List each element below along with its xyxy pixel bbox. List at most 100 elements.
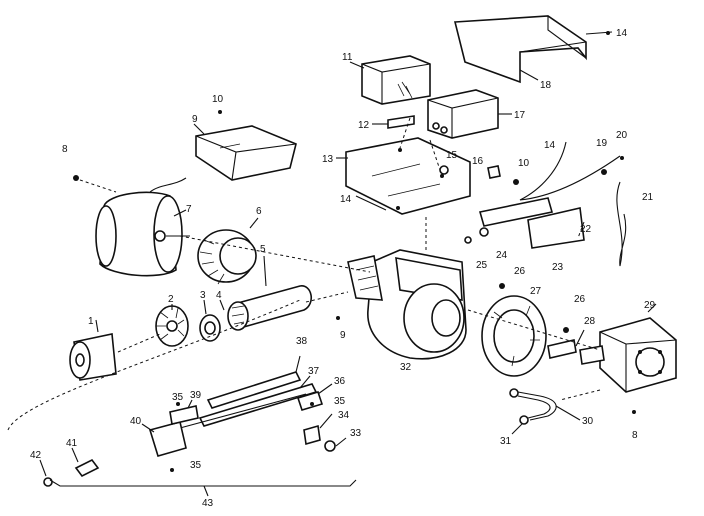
leader-37	[299, 375, 311, 389]
callout-13: 13	[322, 154, 334, 165]
callout-42: 42	[30, 450, 42, 461]
burner-cover	[453, 15, 587, 84]
callout-33: 33	[350, 428, 362, 439]
leader-40	[141, 423, 155, 433]
leader-12-plate	[399, 117, 411, 149]
screw-8a	[73, 175, 79, 181]
callout-14c: 14	[544, 140, 556, 151]
primary-control-box	[361, 55, 431, 105]
leader-31	[511, 423, 523, 435]
callout-5: 5	[260, 244, 266, 255]
group-bracket-43	[49, 479, 357, 487]
nozzle-adapter	[303, 402, 336, 452]
fan-impeller	[155, 305, 189, 347]
callout-9b: 9	[340, 330, 346, 341]
leader-30	[555, 405, 581, 421]
blower-wheel	[197, 229, 257, 285]
callout-1: 1	[88, 316, 94, 327]
callout-38: 38	[296, 336, 308, 347]
callout-19: 19	[596, 138, 608, 149]
callout-8b: 8	[632, 430, 638, 441]
callout-25: 25	[476, 260, 488, 271]
callout-17: 17	[514, 110, 526, 121]
leader-7	[173, 209, 187, 217]
air-cone	[69, 333, 117, 381]
callout-2: 2	[168, 294, 174, 305]
callout-9a: 9	[192, 114, 198, 125]
flange-gasket	[199, 314, 221, 342]
leader-38	[295, 355, 301, 373]
control-bracket	[387, 115, 415, 129]
leader-29	[647, 303, 657, 313]
leader-4	[219, 299, 225, 311]
callout-labels: 1 2 3 4 5 6 7 8 8 9 9 10 10 11 12 13 14 …	[30, 28, 656, 509]
screw-14a	[606, 31, 610, 35]
callout-16: 16	[472, 156, 484, 167]
callout-40: 40	[130, 416, 142, 427]
blower-shroud	[195, 125, 297, 181]
callout-12: 12	[358, 120, 370, 131]
screw-26a	[499, 283, 505, 289]
assembly-line-pump	[467, 309, 601, 351]
leader-41	[71, 447, 79, 463]
ignition-transformer	[427, 89, 499, 139]
callout-15: 15	[446, 150, 458, 161]
connector-19	[601, 169, 607, 175]
callout-31: 31	[500, 436, 512, 447]
pump-coupling	[547, 339, 577, 359]
callout-23: 23	[552, 262, 564, 273]
callout-27: 27	[530, 286, 542, 297]
leader-3	[203, 299, 207, 315]
assembly-line-oil	[559, 389, 601, 401]
screw-8b	[632, 410, 636, 414]
callout-32: 32	[400, 362, 412, 373]
screw-20	[620, 156, 624, 160]
callout-10b: 10	[518, 158, 530, 169]
leader-5	[263, 255, 267, 287]
leader-6	[249, 217, 259, 229]
callout-22: 22	[580, 224, 592, 235]
callout-7: 7	[186, 204, 192, 215]
callout-4: 4	[216, 290, 222, 301]
nozzle-line-assembly	[179, 371, 324, 429]
callout-36: 36	[334, 376, 346, 387]
callout-8a: 8	[62, 144, 68, 155]
callout-18: 18	[540, 80, 552, 91]
leader-11	[349, 61, 365, 69]
screw-10a	[218, 110, 222, 114]
callout-10a: 10	[212, 94, 224, 105]
callout-35b: 35	[172, 392, 184, 403]
air-shutter	[481, 295, 547, 377]
callout-29: 29	[644, 300, 656, 311]
callout-20: 20	[616, 130, 628, 141]
burner-housing	[347, 249, 467, 360]
callout-14a: 14	[616, 28, 628, 39]
callout-14b: 14	[340, 194, 352, 205]
leader-18	[519, 69, 539, 81]
callout-35a: 35	[334, 396, 346, 407]
leader-42	[39, 459, 47, 477]
tube-axis	[305, 291, 349, 303]
cone-axis	[117, 333, 161, 353]
leader-22	[577, 221, 585, 239]
callout-26b: 26	[574, 294, 586, 305]
leader-8a	[79, 179, 117, 193]
blower-motor	[95, 177, 190, 277]
callout-41: 41	[66, 438, 78, 449]
callout-11: 11	[342, 52, 353, 63]
screw-9b	[336, 316, 340, 320]
leader-43	[203, 485, 209, 497]
leader-33	[335, 437, 347, 447]
nozzle	[43, 458, 100, 487]
callout-24: 24	[496, 250, 508, 261]
callout-35c: 35	[190, 460, 202, 471]
leader-36	[317, 383, 333, 395]
assembly-line-motor	[179, 235, 371, 273]
callout-21: 21	[642, 192, 654, 203]
callout-43: 43	[202, 498, 214, 509]
electrode-assembly	[464, 141, 621, 249]
callout-39: 39	[190, 390, 202, 401]
callout-28: 28	[584, 316, 596, 327]
leader-14b	[355, 195, 387, 211]
